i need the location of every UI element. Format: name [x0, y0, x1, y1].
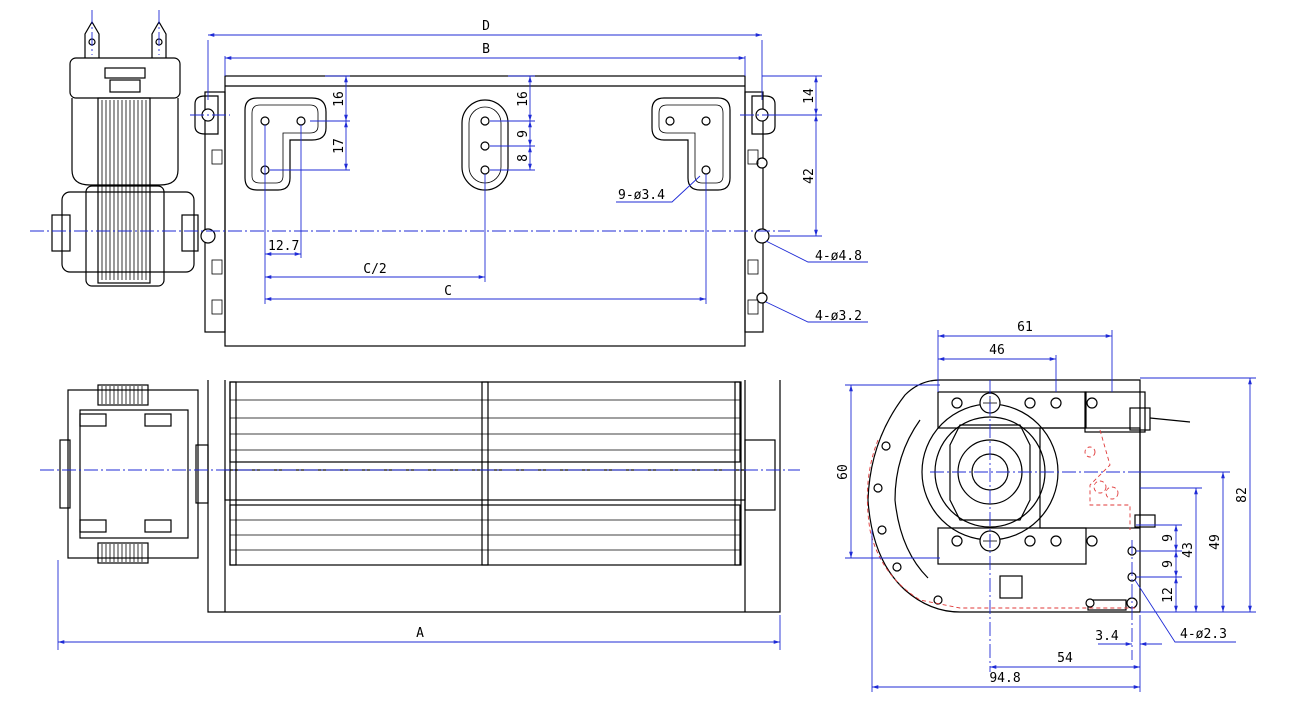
- front-view: A: [40, 380, 800, 650]
- front-view-motor: [59, 384, 209, 564]
- label-dim-94-8: 94.8: [989, 671, 1020, 686]
- label-dim-D: D: [482, 19, 490, 34]
- label-dim-43: 43: [1181, 542, 1196, 558]
- label-holes-9-d3-4: 9-ø3.4: [618, 188, 665, 203]
- front-view-blower: [207, 380, 781, 613]
- label-dim-C: C: [444, 284, 452, 299]
- label-dim-A: A: [416, 626, 424, 641]
- label-dim-16-left: 16: [332, 91, 347, 107]
- label-dim-42: 42: [802, 168, 817, 184]
- label-dim-B: B: [482, 42, 490, 57]
- label-holes-4-d3-2: 4-ø3.2: [815, 309, 862, 324]
- label-dim-46: 46: [989, 343, 1005, 358]
- label-dim-8-center: 8: [516, 154, 531, 162]
- label-dim-60: 60: [836, 464, 851, 480]
- label-holes-4-d4-8: 4-ø4.8: [815, 249, 862, 264]
- mount-bracket-center: [461, 99, 509, 191]
- side-view: 61 46 60 82 49 43 9 9 12 3.4 54 94.8 4-ø…: [836, 320, 1256, 692]
- label-dim-16-center: 16: [516, 91, 531, 107]
- label-holes-4-d2-3: 4-ø2.3: [1180, 627, 1227, 642]
- label-dim-12: 12: [1161, 587, 1176, 603]
- label-dim-9-lower: 9: [1161, 560, 1176, 568]
- mount-bracket-right: [651, 97, 731, 191]
- label-dim-17: 17: [332, 138, 347, 154]
- label-dim-49: 49: [1208, 534, 1223, 550]
- label-dim-82: 82: [1235, 487, 1250, 503]
- label-dim-3-4: 3.4: [1095, 629, 1119, 644]
- label-dim-9-center: 9: [516, 130, 531, 138]
- mount-bracket-left: [244, 97, 327, 191]
- label-dim-12-7: 12.7: [268, 239, 299, 254]
- label-dim-9-upper: 9: [1161, 534, 1176, 542]
- top-view: D B 16 17 16 9 8 14 42 12.7 C/2 C 9-ø3.4…: [30, 10, 868, 347]
- label-dim-C-half: C/2: [363, 262, 386, 277]
- label-dim-14: 14: [802, 88, 817, 104]
- top-view-motor: [51, 20, 199, 287]
- label-dim-61: 61: [1017, 320, 1033, 335]
- label-dim-54: 54: [1057, 651, 1073, 666]
